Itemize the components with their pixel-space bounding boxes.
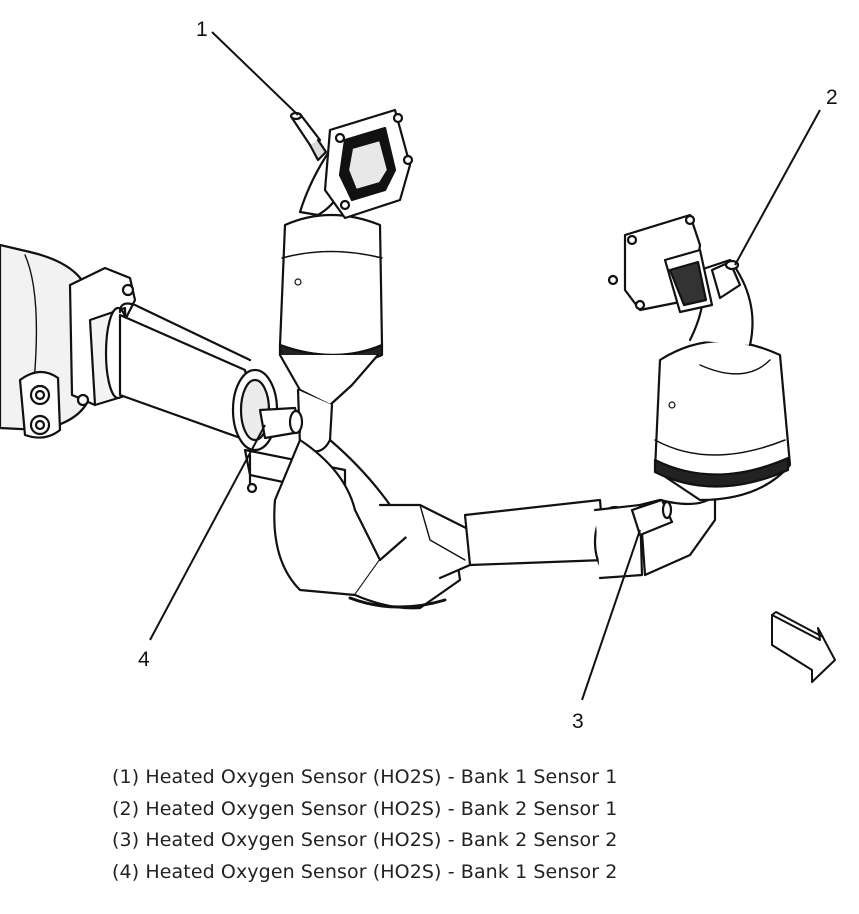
callout-3: 3 [572, 710, 584, 733]
exhaust-system-diagram: 1 2 3 4 [0, 18, 838, 733]
legend-item-2: (2) Heated Oxygen Sensor (HO2S) - Bank 2… [112, 797, 618, 820]
leader-lines [149, 31, 821, 701]
callout-4: 4 [138, 648, 150, 671]
callout-1: 1 [196, 18, 208, 41]
legend-item-1: (1) Heated Oxygen Sensor (HO2S) - Bank 1… [112, 766, 618, 788]
leader-line-3 [581, 529, 641, 701]
legend-item-4: (4) Heated Oxygen Sensor (HO2S) - Bank 1… [112, 860, 618, 883]
outlet-bracket [18, 370, 62, 439]
manifold-flange-bank1 [298, 108, 414, 220]
sensor-bank2-sensor2 [630, 498, 674, 537]
leader-line-1 [211, 31, 299, 116]
leader-line-2 [734, 109, 821, 266]
legend-item-3: (3) Heated Oxygen Sensor (HO2S) - Bank 2… [112, 829, 618, 851]
sensor-bank1-sensor1 [289, 111, 328, 162]
crossover-pipe [463, 498, 607, 567]
catalytic-converter-bank2 [638, 258, 792, 577]
catalytic-converter-bank1 [278, 213, 384, 453]
callout-2: 2 [826, 86, 838, 109]
sensor-bank1-sensor2 [258, 406, 304, 440]
front-direction-arrow-icon [771, 611, 836, 683]
sensor-bank2-sensor1 [710, 259, 742, 300]
leader-line-4 [149, 424, 266, 641]
sensor-legend: (1) Heated Oxygen Sensor (HO2S) - Bank 1… [112, 762, 617, 888]
exhaust-illustration: 1 2 3 4 [0, 18, 838, 733]
resonator [118, 302, 279, 452]
y-pipe [273, 438, 472, 610]
manifold-flange-bank2 [607, 213, 714, 314]
